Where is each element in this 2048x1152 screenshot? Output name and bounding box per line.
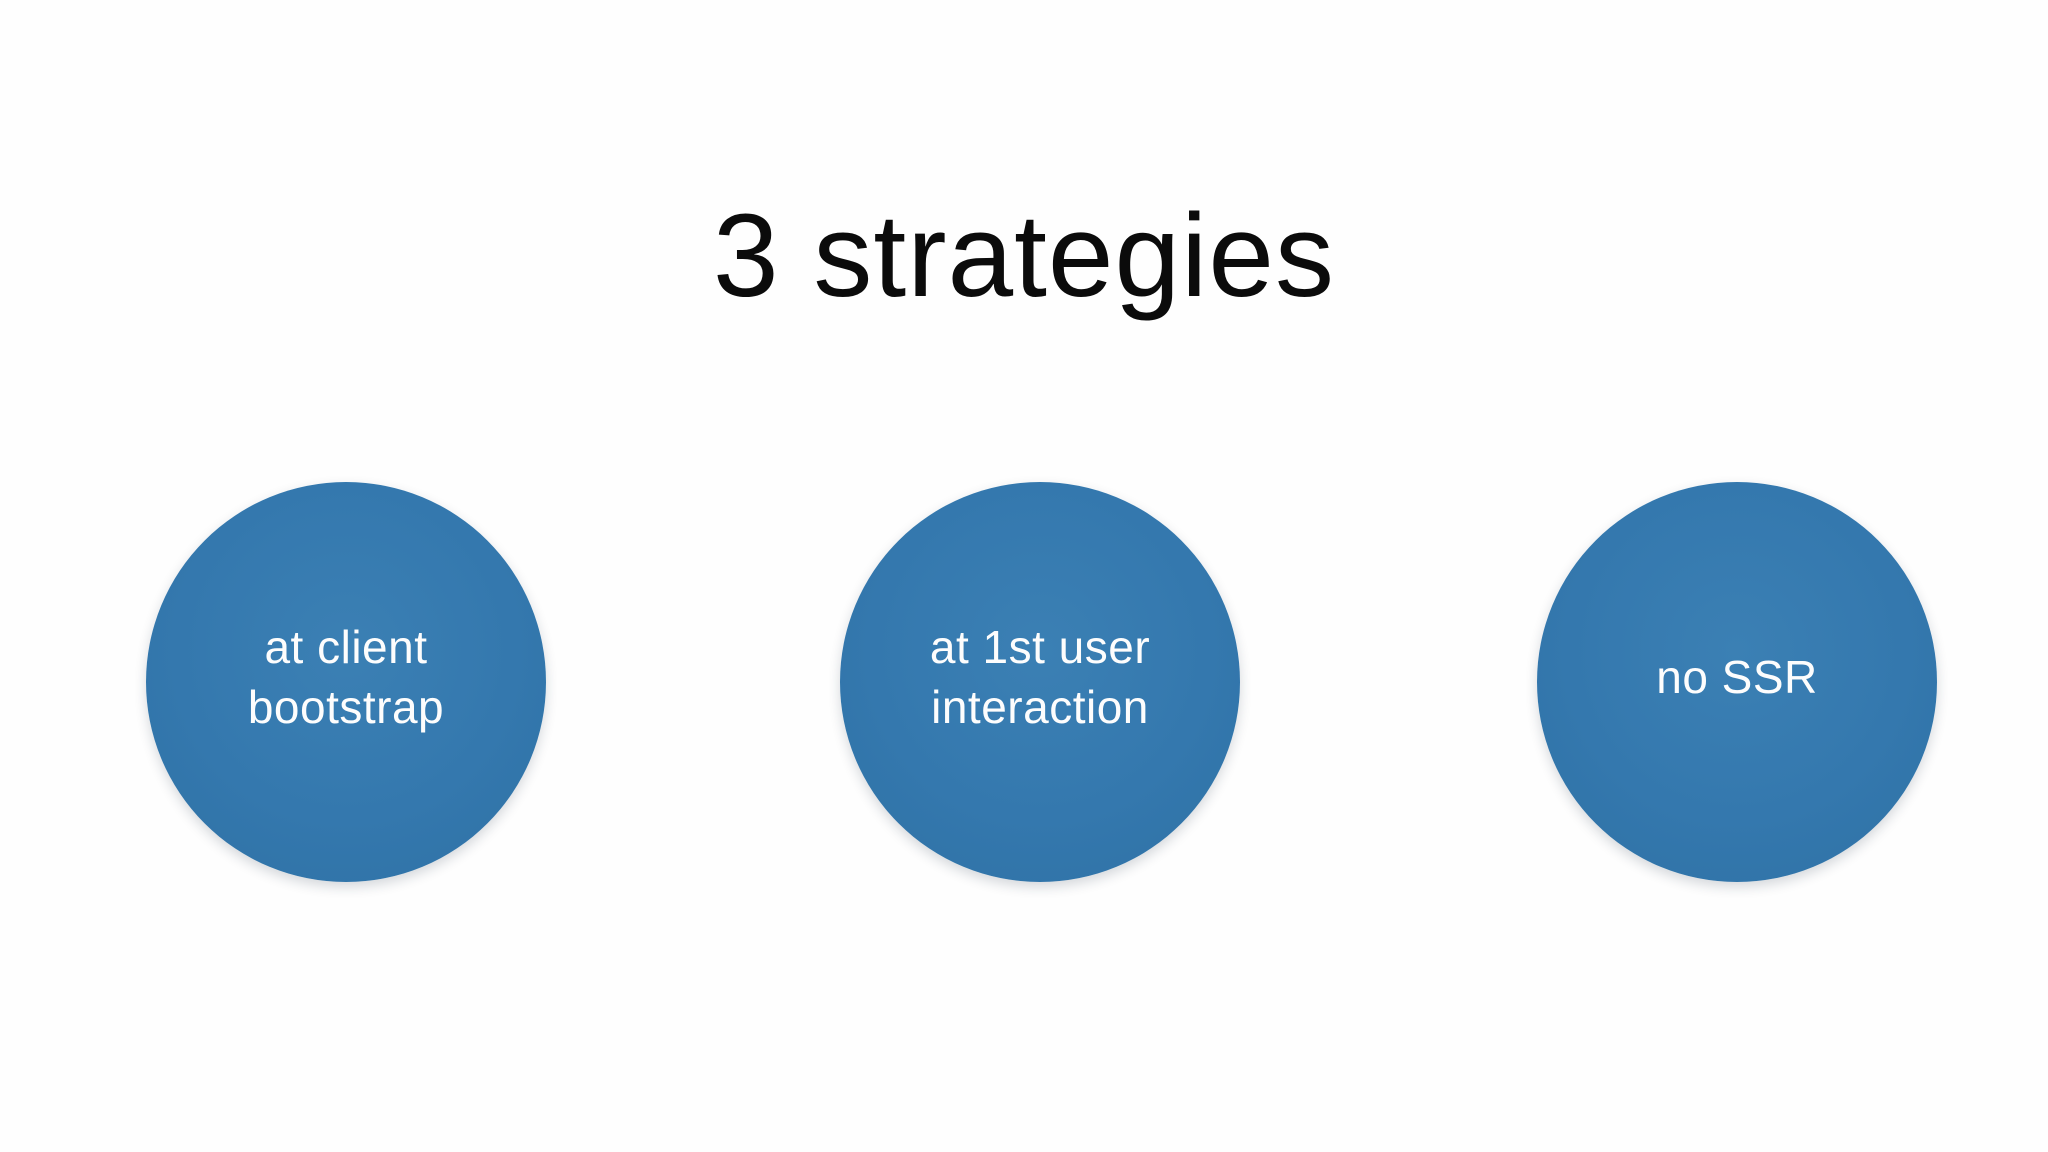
label-line: at 1st user	[929, 621, 1151, 673]
label-line: bootstrap	[247, 681, 445, 733]
label-line: interaction	[931, 681, 1149, 733]
strategy-circle-no-ssr: no SSR	[1537, 482, 1937, 882]
slide-title: 3 strategies	[713, 190, 1335, 322]
label-line: at client	[264, 621, 428, 673]
label-line: no SSR	[1656, 651, 1818, 703]
strategy-circle-at-client-bootstrap: at client bootstrap	[146, 482, 546, 882]
strategy-label: no SSR	[1656, 647, 1818, 707]
strategy-label: at client bootstrap	[248, 617, 444, 737]
strategy-label: at 1st user interaction	[930, 617, 1150, 737]
strategy-circle-at-first-user-interaction: at 1st user interaction	[840, 482, 1240, 882]
